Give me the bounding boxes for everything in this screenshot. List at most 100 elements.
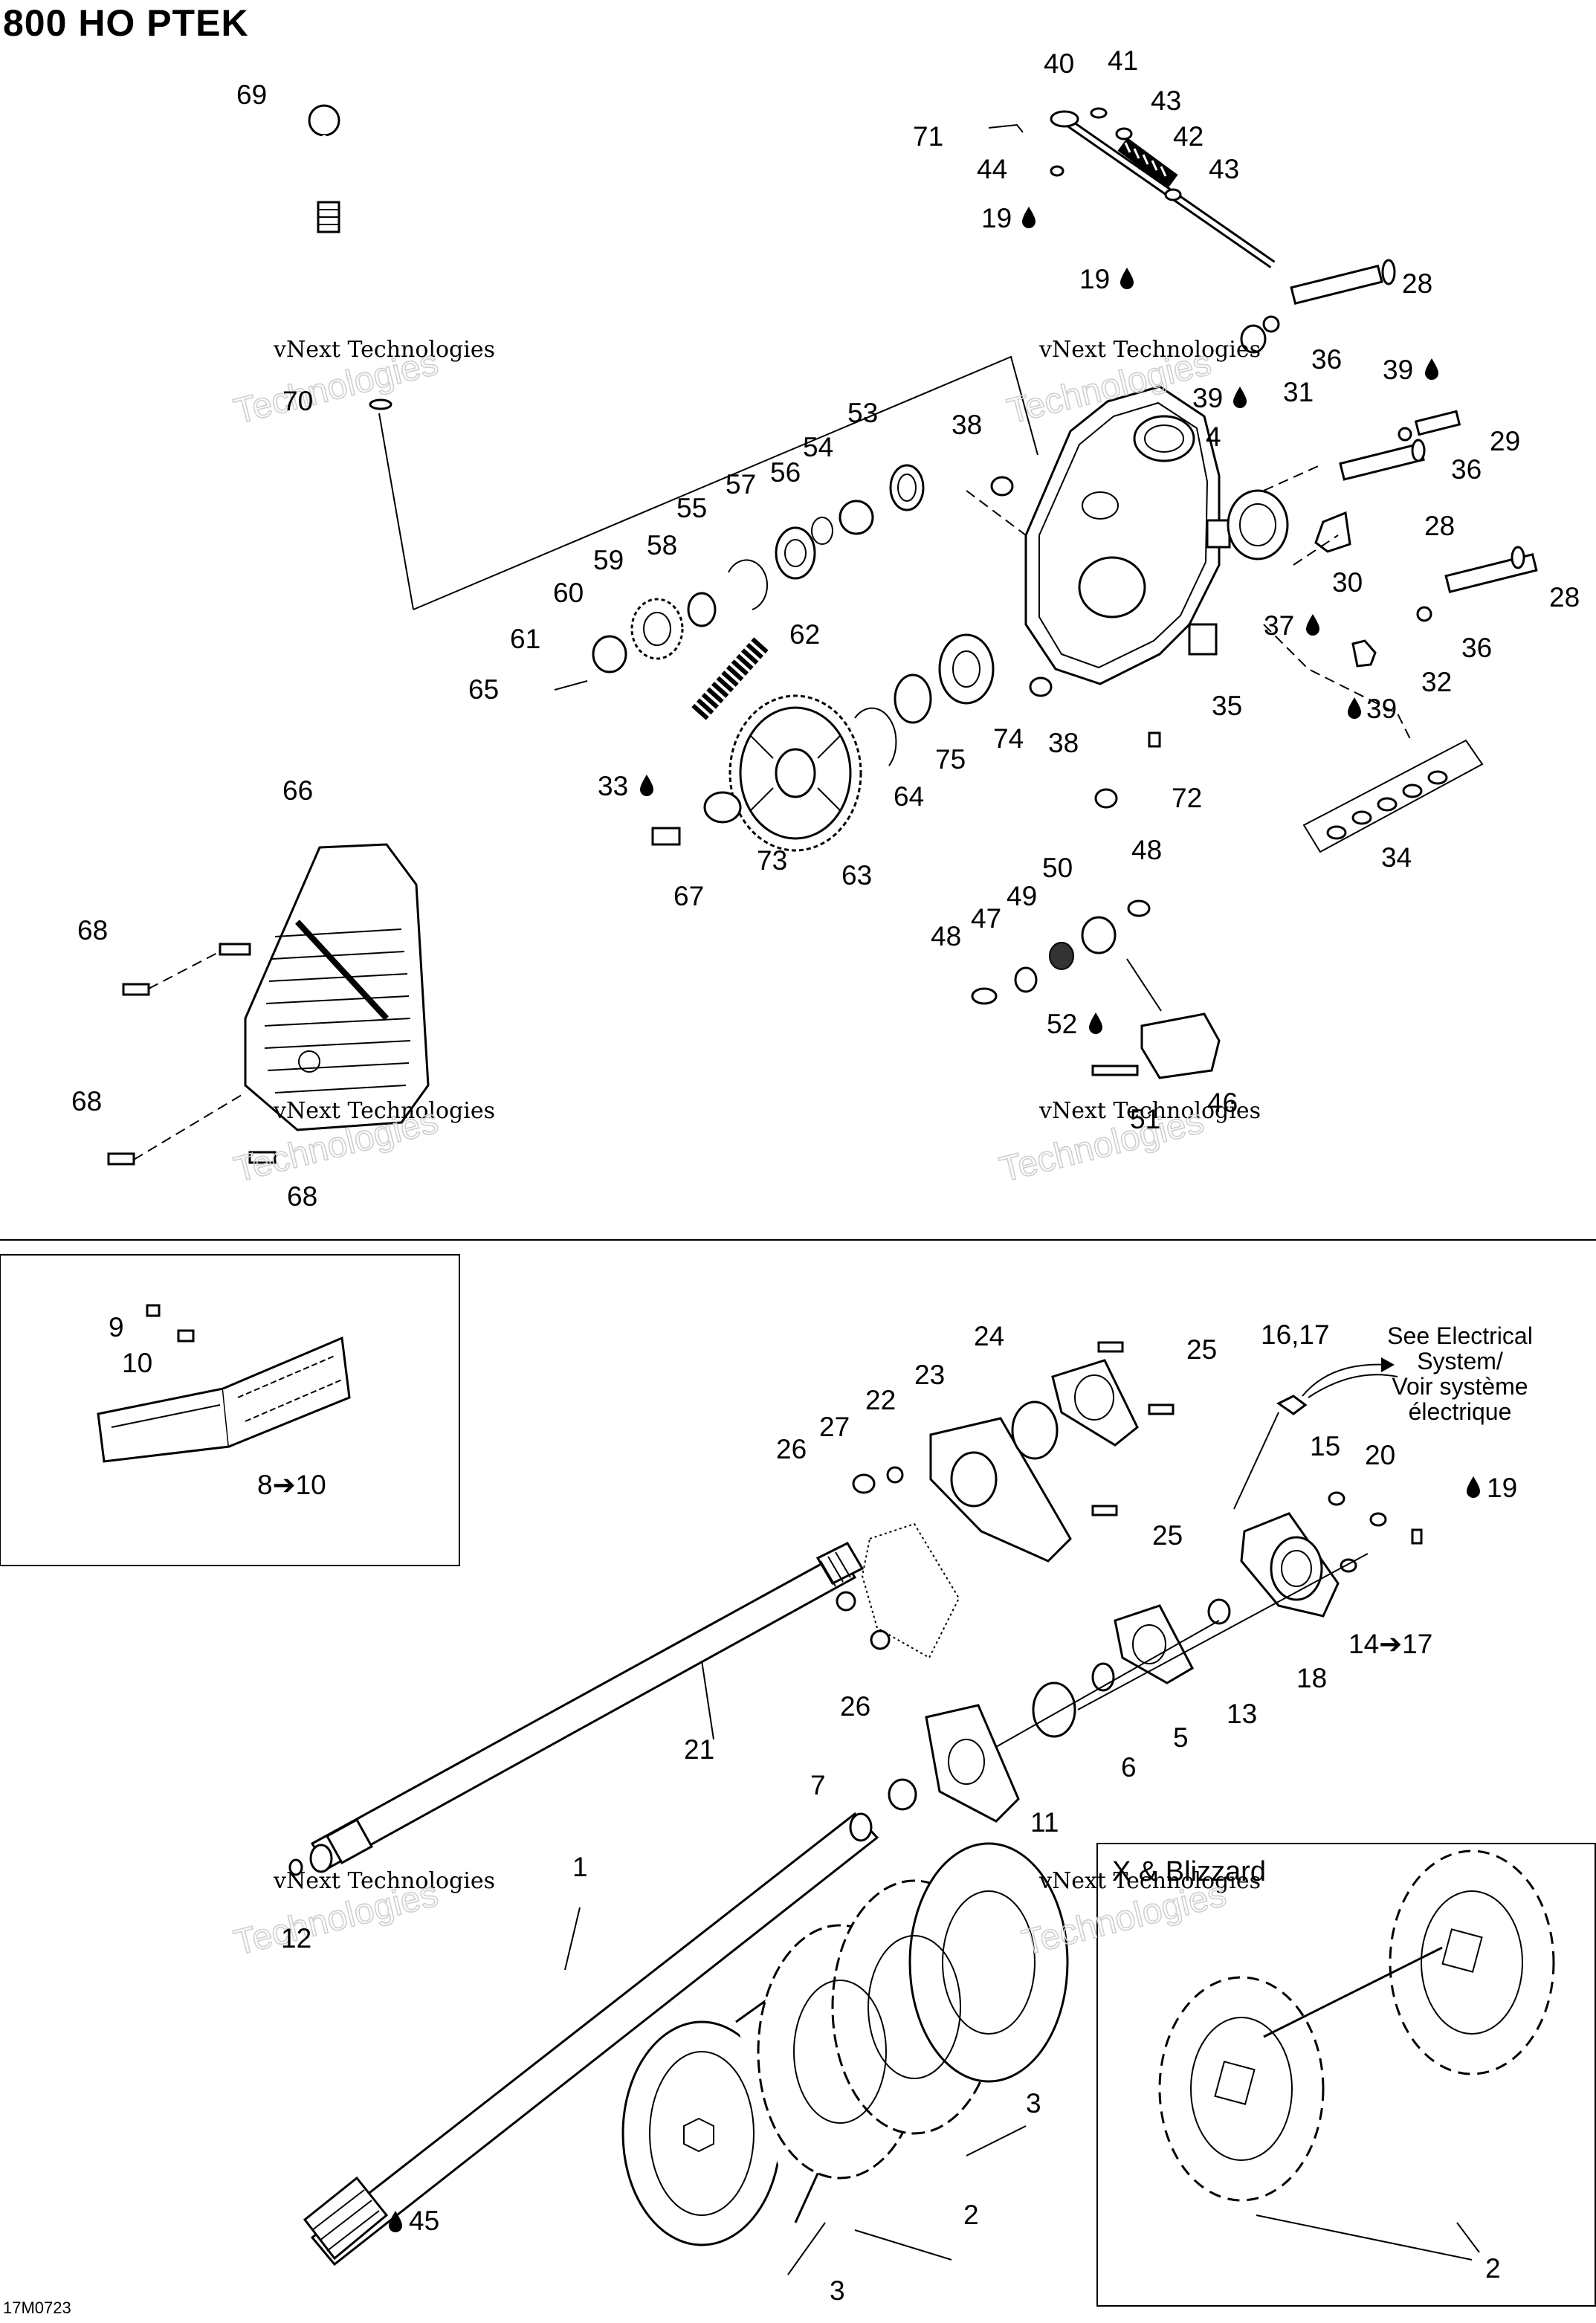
callout: 3 bbox=[1026, 2088, 1041, 2119]
callout: 44 bbox=[977, 154, 1007, 184]
callout: 47 bbox=[971, 903, 1001, 934]
callout: 48 bbox=[1131, 835, 1162, 865]
callout: 35 bbox=[1212, 691, 1242, 721]
callout: 18 bbox=[1296, 1663, 1327, 1693]
callout: 48 bbox=[931, 921, 961, 952]
callout: 43 bbox=[1151, 85, 1181, 116]
callout: 2 bbox=[1485, 2253, 1501, 2284]
axle-part-1 bbox=[303, 1812, 879, 2267]
callout: 9 bbox=[109, 1312, 124, 1343]
callout: 57 bbox=[726, 469, 756, 500]
callout: 33 bbox=[598, 771, 628, 801]
electrical-note: See Electrical System/ Voir système élec… bbox=[1387, 1322, 1533, 1425]
callout: 14➔17 bbox=[1348, 1629, 1432, 1659]
callout: 72 bbox=[1172, 783, 1202, 813]
callout: 6 bbox=[1121, 1752, 1137, 1783]
blizzard-inset bbox=[1096, 1843, 1596, 2307]
callout: 15 bbox=[1310, 1431, 1340, 1461]
callout: 39 bbox=[1383, 355, 1413, 385]
track-inset bbox=[0, 1254, 460, 1566]
callout: 43 bbox=[1209, 154, 1239, 184]
callout: 58 bbox=[647, 530, 677, 560]
callout: 54 bbox=[803, 432, 833, 462]
callout: 68 bbox=[77, 915, 108, 946]
callout: 26 bbox=[840, 1691, 870, 1722]
svg-text:électrique: électrique bbox=[1409, 1398, 1512, 1425]
gasket-part-65 bbox=[436, 733, 607, 1024]
callout: 21 bbox=[684, 1734, 714, 1765]
callout: 46 bbox=[1207, 1088, 1238, 1118]
callout: 68 bbox=[71, 1086, 102, 1117]
callout: 36 bbox=[1461, 633, 1492, 663]
callout: 62 bbox=[789, 619, 820, 650]
callout: 67 bbox=[673, 881, 704, 911]
callout: 75 bbox=[935, 744, 966, 775]
chaincase-cover-part-66 bbox=[244, 843, 430, 1131]
callout: 50 bbox=[1042, 853, 1073, 883]
blizzard-note: X & Blizzard bbox=[1112, 1856, 1266, 1887]
callout: 23 bbox=[914, 1360, 945, 1390]
callout: 8➔10 bbox=[257, 1470, 326, 1500]
watermark-text: vNext Technologies bbox=[1038, 1098, 1261, 1124]
upper-sprocket-part-59 bbox=[554, 598, 684, 691]
callout: 51 bbox=[1130, 1104, 1160, 1134]
callout: 74 bbox=[993, 723, 1024, 754]
callout: 24 bbox=[974, 1321, 1004, 1351]
watermark-text: vNext Technologies bbox=[1038, 337, 1261, 363]
callout: 38 bbox=[952, 410, 982, 440]
callout: 37 bbox=[1264, 610, 1294, 641]
callout: 36 bbox=[1311, 344, 1342, 375]
callout: 45 bbox=[409, 2206, 439, 2236]
watermark-text: vNext Technologies bbox=[273, 337, 495, 363]
callout: 41 bbox=[1108, 45, 1138, 76]
callout: 64 bbox=[894, 781, 924, 812]
callout: 60 bbox=[553, 578, 584, 608]
watermark-text: vNext Technologies bbox=[1038, 1868, 1261, 1894]
callout: 5 bbox=[1173, 1722, 1189, 1753]
callout: 52 bbox=[1047, 1009, 1077, 1039]
callout: 26 bbox=[776, 1434, 807, 1464]
callout: 73 bbox=[757, 845, 787, 876]
callout: 19 bbox=[1487, 1473, 1517, 1503]
callout: 32 bbox=[1421, 667, 1452, 697]
callout: 22 bbox=[865, 1385, 896, 1415]
callout: 7 bbox=[810, 1770, 826, 1800]
callout: 39 bbox=[1366, 694, 1397, 724]
support-plate-outline bbox=[861, 1522, 960, 1659]
cover-bolts-part-68 bbox=[107, 943, 277, 1166]
callout: 29 bbox=[1490, 426, 1520, 456]
callout: 28 bbox=[1424, 511, 1455, 541]
drive-axle-part-21 bbox=[288, 1542, 865, 1876]
callout: 12 bbox=[281, 1923, 311, 1954]
callout: 19 bbox=[1079, 264, 1110, 294]
callout: 28 bbox=[1549, 582, 1580, 613]
callout: 53 bbox=[847, 398, 878, 428]
callout: 30 bbox=[1332, 567, 1363, 598]
callout: 42 bbox=[1173, 121, 1204, 152]
tensioner-bolt-assembly bbox=[988, 107, 1276, 268]
callout: 63 bbox=[841, 860, 872, 891]
callout: 40 bbox=[1044, 48, 1074, 79]
housing-bolts-right bbox=[1240, 259, 1538, 668]
callout: 71 bbox=[913, 121, 943, 152]
lower-shaft-bearings bbox=[854, 633, 1161, 809]
callout: 2 bbox=[963, 2200, 979, 2230]
callout: 16,17 bbox=[1261, 1319, 1330, 1350]
callout: 10 bbox=[122, 1348, 152, 1378]
callout: 66 bbox=[282, 775, 313, 806]
callout: 34 bbox=[1381, 842, 1412, 873]
callout: 55 bbox=[676, 493, 707, 523]
callout: 11 bbox=[1030, 1807, 1059, 1838]
callout: 68 bbox=[287, 1181, 317, 1212]
callout-labels: 69 70 40 41 43 42 43 71 44 19 19 28 36 3… bbox=[71, 45, 1580, 2306]
callout: 39 bbox=[1192, 383, 1223, 413]
upper-shaft-bearings bbox=[687, 464, 1053, 697]
callout: 27 bbox=[819, 1412, 850, 1442]
callout: 61 bbox=[510, 624, 540, 654]
drive-sprockets-part-2 bbox=[621, 1842, 1069, 2246]
watermark-text: vNext Technologies bbox=[273, 1868, 495, 1894]
callout: 36 bbox=[1451, 454, 1482, 485]
callout: 69 bbox=[236, 80, 267, 110]
